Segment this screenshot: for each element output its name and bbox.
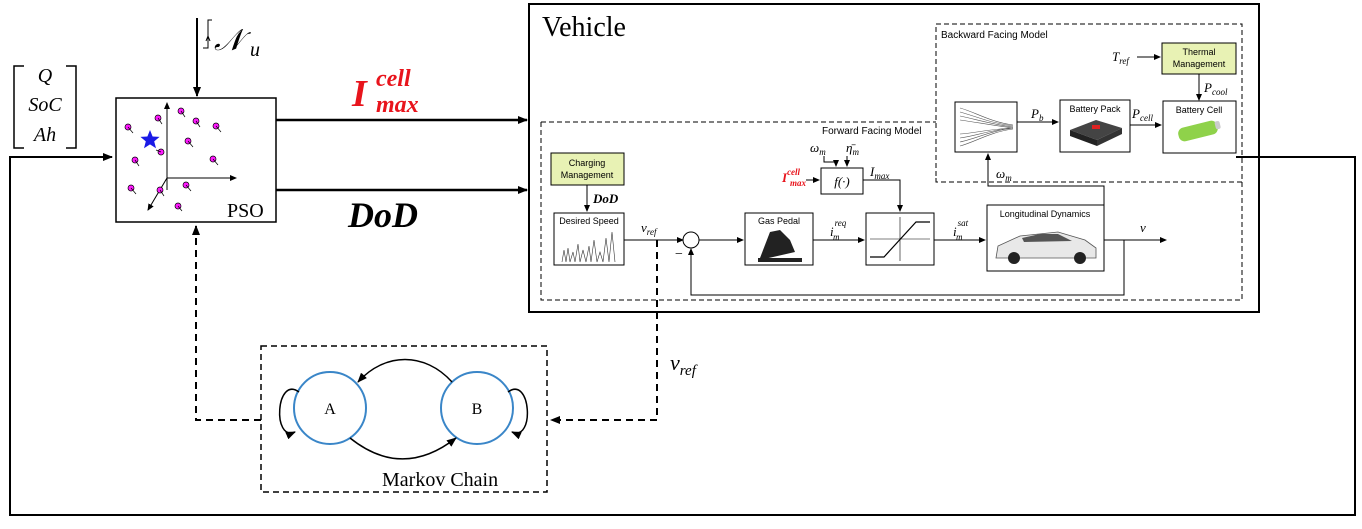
v-output-label: v [1140, 220, 1146, 235]
vehicle-title: Vehicle [542, 12, 626, 43]
omega-m-input-label: ωm [810, 140, 826, 157]
charging-line1: Charging [569, 158, 606, 168]
noise-symbol: 𝒩 [214, 24, 252, 57]
markov-title: Markov Chain [382, 469, 498, 491]
t-ref-label: Tref [1112, 49, 1130, 66]
charging-line2: Management [561, 170, 614, 180]
forward-model-title: Forward Facing Model [822, 126, 921, 137]
state-b-label: B [472, 401, 483, 418]
battery-cell-label: Battery Cell [1176, 105, 1223, 115]
eta-m-input-label: η̄m [846, 140, 859, 157]
state-vector: Q SoC Ah [14, 65, 76, 148]
markov-vref-label: vref [670, 350, 698, 379]
i-max-label: Imax [869, 164, 889, 181]
thermal-line1: Thermal [1182, 47, 1215, 57]
p-b-label: Pb [1030, 106, 1044, 123]
state-a-label: A [324, 401, 336, 418]
v-ref-label: vref [641, 220, 658, 237]
battery-pack-label: Battery Pack [1069, 104, 1121, 114]
f-function-label: f(·) [834, 174, 850, 189]
thermal-line2: Management [1173, 59, 1226, 69]
state-q: Q [38, 65, 53, 87]
imax-output-label: I cell max [351, 66, 419, 118]
vehicle-block: Vehicle [529, 4, 1259, 312]
dod-internal-label: DoD [592, 191, 619, 206]
p-cool-label: Pcool [1203, 80, 1228, 97]
pso-label: PSO [227, 200, 264, 222]
transition-a-to-b [350, 438, 456, 459]
gas-pedal-label: Gas Pedal [758, 216, 800, 226]
noise-input: 𝒩 u [197, 18, 260, 96]
forward-facing-model: Forward Facing Model Charging Management… [541, 122, 1242, 300]
pso-block: PSO [116, 98, 276, 222]
backward-model-title: Backward Facing Model [941, 30, 1048, 41]
pso-outputs: I cell max DoD [276, 66, 527, 235]
summing-junction [683, 232, 699, 248]
state-soc: SoC [28, 94, 62, 116]
desired-speed-label: Desired Speed [559, 216, 619, 226]
noise-subscript: u [250, 39, 260, 61]
transition-b-to-a [358, 360, 452, 383]
minus-sign: − [675, 247, 683, 262]
state-ah: Ah [32, 124, 56, 146]
p-cell-label: Pcell [1131, 106, 1153, 123]
dod-output-label: DoD [347, 195, 418, 235]
omega-back-label: ωm [996, 166, 1012, 183]
longitudinal-dynamics-label: Longitudinal Dynamics [1000, 209, 1091, 219]
